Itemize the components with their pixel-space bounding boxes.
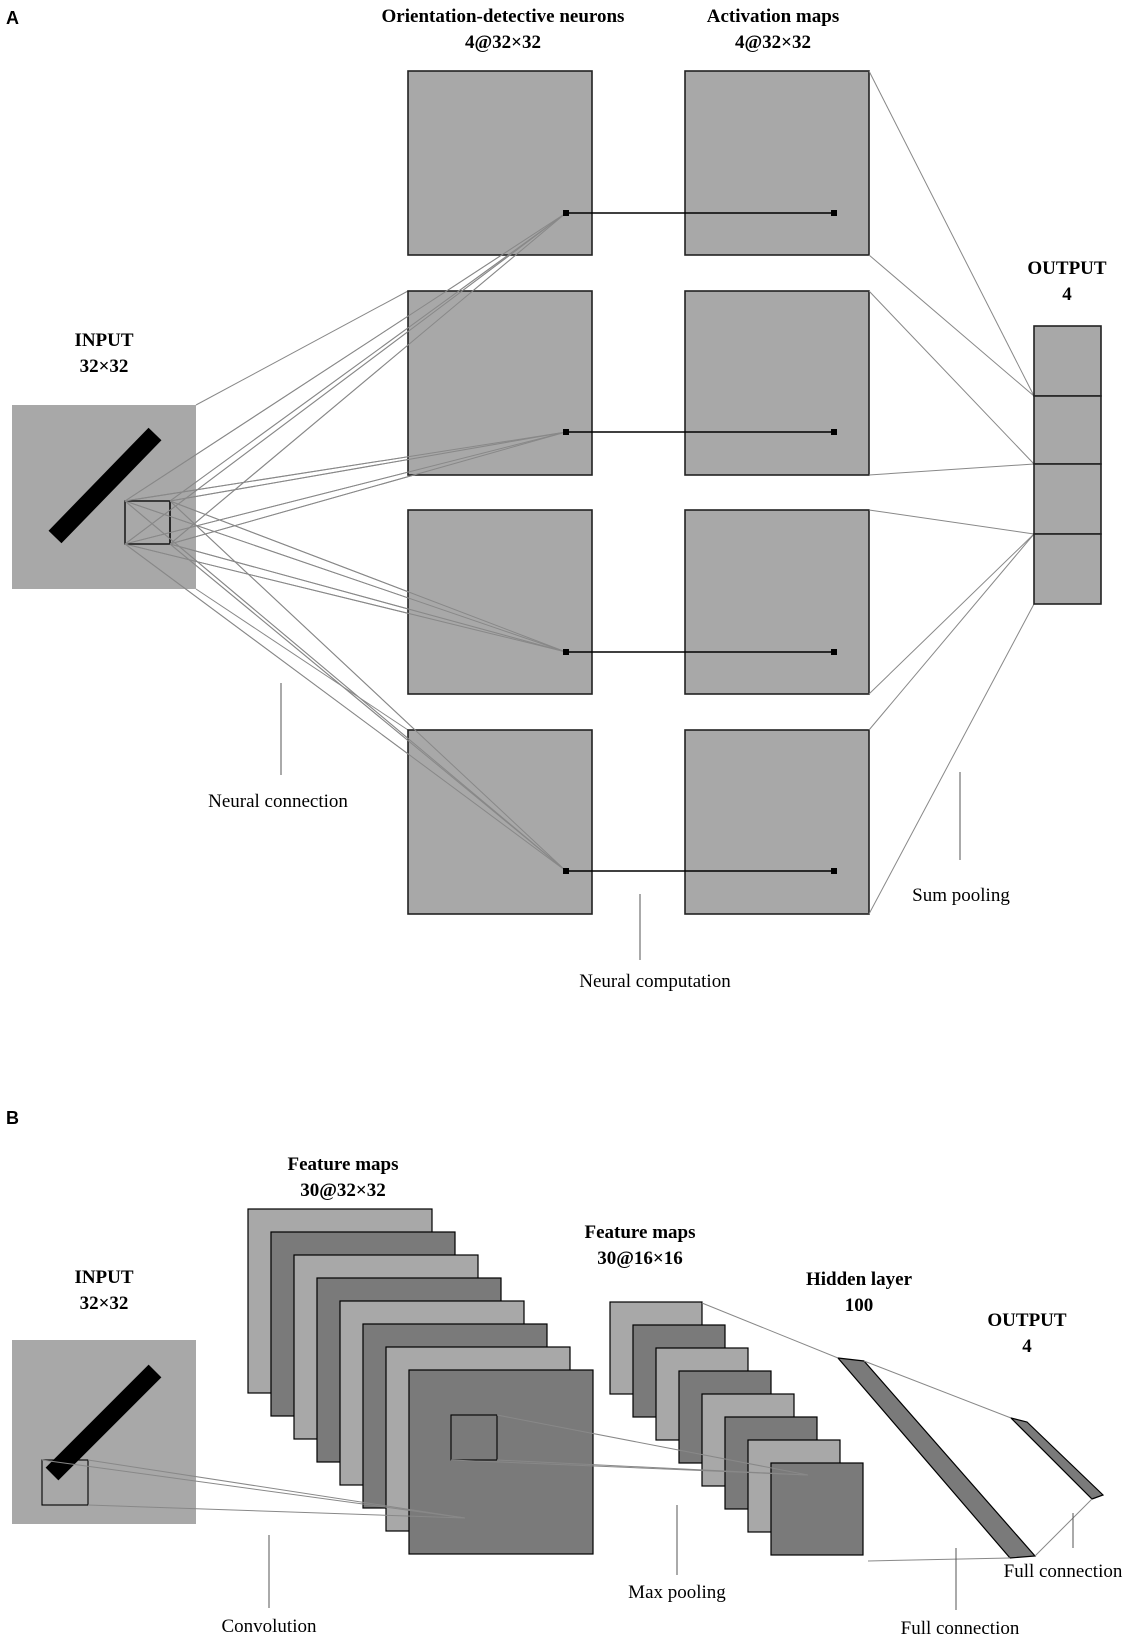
input-a-title: INPUT bbox=[74, 330, 133, 351]
output-a-size: 4 bbox=[1062, 284, 1072, 305]
receptive-field-b bbox=[41, 1459, 89, 1506]
input-a-size: 32×32 bbox=[80, 356, 129, 377]
connection-line-front-0-2 bbox=[124, 212, 567, 545]
feature-map-16-8 bbox=[770, 1462, 864, 1556]
feature-maps-1-size: 30@32×32 bbox=[300, 1180, 386, 1201]
activation-maps-size: 4@32×32 bbox=[735, 32, 811, 53]
neuron-map-2 bbox=[407, 290, 593, 476]
oriented-bar-b bbox=[45, 1364, 162, 1481]
hidden-layer-title: Hidden layer bbox=[806, 1269, 913, 1290]
output-b-size: 4 bbox=[1022, 1336, 1032, 1357]
sum-pooling-lines bbox=[868, 70, 1035, 915]
neuron-map-1 bbox=[407, 70, 593, 256]
feature-maps-stack-1 bbox=[247, 1208, 594, 1555]
pooling-window bbox=[450, 1414, 498, 1461]
oriented-bar-a bbox=[48, 427, 162, 544]
connection-line-front-2-2 bbox=[124, 543, 567, 653]
activation-map-4 bbox=[684, 729, 870, 915]
field-edge-line-0 bbox=[195, 290, 409, 406]
activation-map-3 bbox=[684, 509, 870, 695]
full-connection-2-label: Full connection bbox=[1004, 1561, 1123, 1582]
feature-maps-2-size: 30@16×16 bbox=[597, 1248, 683, 1269]
field-edge-line-1 bbox=[195, 588, 409, 731]
connection-line-front-0-1 bbox=[169, 212, 567, 502]
connection-line-front-1-2 bbox=[124, 431, 567, 545]
hidden-layer-size: 100 bbox=[845, 1295, 874, 1316]
feature-maps-2-title: Feature maps bbox=[585, 1222, 696, 1243]
neural-computation-label: Neural computation bbox=[579, 971, 731, 992]
output-b-title: OUTPUT bbox=[987, 1310, 1067, 1331]
orientation-neurons-title: Orientation-detective neurons bbox=[382, 6, 625, 27]
neural-connection-lines-inside bbox=[124, 212, 567, 872]
neural-computation-lines bbox=[563, 210, 837, 874]
hidden-layer bbox=[836, 1357, 1037, 1559]
connection-line-front-1-1 bbox=[169, 431, 567, 502]
neural-connection-label: Neural connection bbox=[208, 791, 348, 812]
full-connection-lines-1 bbox=[701, 1302, 1011, 1562]
activation-maps-title: Activation maps bbox=[707, 6, 839, 27]
connection-line-front-3-1 bbox=[169, 500, 567, 872]
convolution-label: Convolution bbox=[221, 1616, 317, 1637]
feature-maps-stack-2 bbox=[609, 1301, 864, 1556]
activation-map-2 bbox=[684, 290, 870, 476]
activation-map-1 bbox=[684, 70, 870, 256]
full-connection-lines-2 bbox=[863, 1360, 1093, 1557]
output-layer-b bbox=[1009, 1416, 1105, 1500]
max-pooling-label: Max pooling bbox=[628, 1582, 726, 1603]
connection-line-front-3-3 bbox=[169, 543, 567, 872]
output-a-title: OUTPUT bbox=[1027, 258, 1107, 279]
convolution-lines bbox=[41, 1459, 466, 1519]
panel-b-tag: B bbox=[6, 1108, 19, 1128]
connection-line-front-1-3 bbox=[169, 431, 567, 545]
output-vector-a bbox=[1033, 325, 1102, 605]
sum-pooling-label: Sum pooling bbox=[912, 885, 1010, 906]
feature-maps-1-title: Feature maps bbox=[288, 1154, 399, 1175]
connection-line-front-3-2 bbox=[124, 543, 567, 872]
orientation-neurons-size: 4@32×32 bbox=[465, 32, 541, 53]
connection-line-front-2-0 bbox=[124, 500, 567, 653]
max-pooling-lines bbox=[450, 1414, 809, 1476]
connection-line-front-1-0 bbox=[124, 431, 567, 502]
panel-a-tag: A bbox=[6, 8, 19, 28]
neuron-map-3 bbox=[407, 509, 593, 695]
input-b-size: 32×32 bbox=[80, 1293, 129, 1314]
input-b-title: INPUT bbox=[74, 1267, 133, 1288]
connection-line-front-3-0 bbox=[124, 500, 567, 872]
full-connection-1-label: Full connection bbox=[901, 1618, 1020, 1637]
connection-line-front-2-1 bbox=[169, 500, 567, 653]
connection-line-front-0-0 bbox=[124, 212, 567, 502]
connection-line-front-0-3 bbox=[169, 212, 567, 545]
